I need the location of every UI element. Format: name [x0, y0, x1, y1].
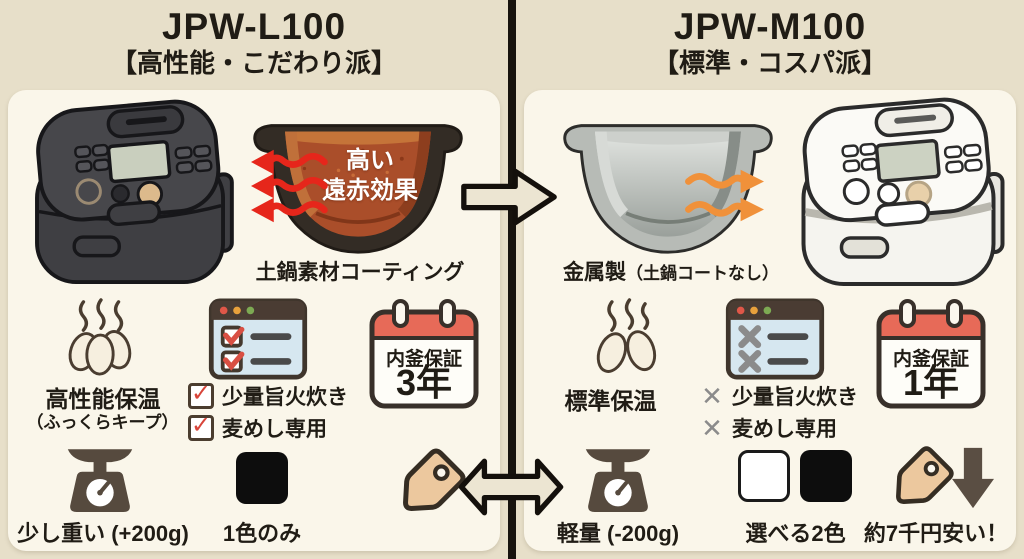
left-feature-row: ✓ 麦めし専用 — [188, 414, 327, 442]
feature-label: 少量旨火炊き — [732, 386, 858, 409]
price-down-arrow-icon — [952, 446, 994, 510]
left-keep-warm-label: 高性能保温 — [45, 386, 161, 412]
right-weight-label: 軽量 (-200g) — [556, 521, 680, 546]
keep-warm-icon — [585, 298, 670, 376]
heat-arrow-icon — [682, 196, 774, 223]
color-swatch-white — [738, 450, 790, 502]
metal-pot-illustration — [556, 112, 780, 260]
weight-scale-icon — [580, 446, 656, 512]
right-model-title: JPW-M100 — [673, 6, 867, 47]
left-color-label: 1色のみ — [222, 521, 302, 546]
left-pot-caption: 土鍋素材コーティング — [255, 261, 465, 284]
feature-label: 麦めし専用 — [222, 418, 327, 441]
check-mark-icon: ✓ — [188, 382, 214, 409]
right-feature-row: ✕ 少量旨火炊き — [700, 382, 858, 410]
right-color-label: 選べる2色 — [745, 521, 846, 546]
left-warranty-value: 3年 — [395, 362, 453, 403]
right-price-label: 約7千円安い！ — [863, 521, 1009, 546]
left-header: JPW-L100 【高性能・こだわり派】 — [8, 6, 500, 78]
right-keep-warm-label: 標準保温 — [564, 388, 657, 414]
weight-scale-icon — [62, 446, 138, 512]
color-swatch-black — [800, 450, 852, 502]
right-header: JPW-M100 【標準・コスパ派】 — [524, 6, 1016, 78]
right-warranty-title: 内釜保証 — [892, 349, 969, 370]
left-model-tagline: 【高性能・こだわり派】 — [110, 47, 397, 78]
heat-arrow-icon — [682, 168, 774, 195]
feature-checklist-icon — [725, 298, 825, 380]
left-feature-row: ✓ 少量旨火炊き — [188, 382, 348, 410]
right-pot-caption: 金属製（土鍋コートなし） — [563, 261, 779, 284]
center-divider — [508, 0, 516, 559]
keep-warm-icon — [55, 298, 145, 376]
right-feature-row: ✕ 麦めし専用 — [700, 414, 837, 442]
feature-label: 麦めし専用 — [732, 418, 837, 441]
color-swatch-black — [236, 452, 288, 504]
left-keep-warm-sublabel: （ふっくらキープ） — [26, 413, 179, 432]
double-arrow-icon — [450, 456, 572, 518]
white-rice-cooker-illustration — [792, 96, 1007, 288]
feature-checklist-icon — [208, 298, 308, 380]
warranty-calendar-icon — [368, 298, 480, 410]
right-arrow-icon — [456, 166, 562, 228]
left-warranty-title: 内釜保証 — [385, 349, 462, 370]
left-model-title: JPW-L100 — [161, 6, 347, 47]
feature-label: 少量旨火炊き — [222, 386, 348, 409]
black-rice-cooker-illustration — [26, 98, 236, 286]
right-model-tagline: 【標準・コスパ派】 — [652, 47, 887, 78]
cross-mark-icon: ✕ — [701, 381, 723, 411]
price-tag-icon — [388, 446, 470, 524]
far-infrared-arrow-icon — [240, 172, 332, 200]
left-weight-label: 少し重い (+200g) — [17, 521, 189, 546]
cross-mark-icon: ✕ — [701, 413, 723, 443]
price-tag-icon — [882, 444, 958, 516]
check-mark-icon: ✓ — [188, 414, 214, 441]
far-infrared-effect-text: 高い 遠赤効果 — [322, 147, 418, 204]
warranty-calendar-icon — [875, 298, 987, 410]
right-warranty-value: 1年 — [902, 362, 960, 403]
far-infrared-arrow-icon — [240, 148, 332, 176]
far-infrared-arrow-icon — [240, 196, 332, 224]
